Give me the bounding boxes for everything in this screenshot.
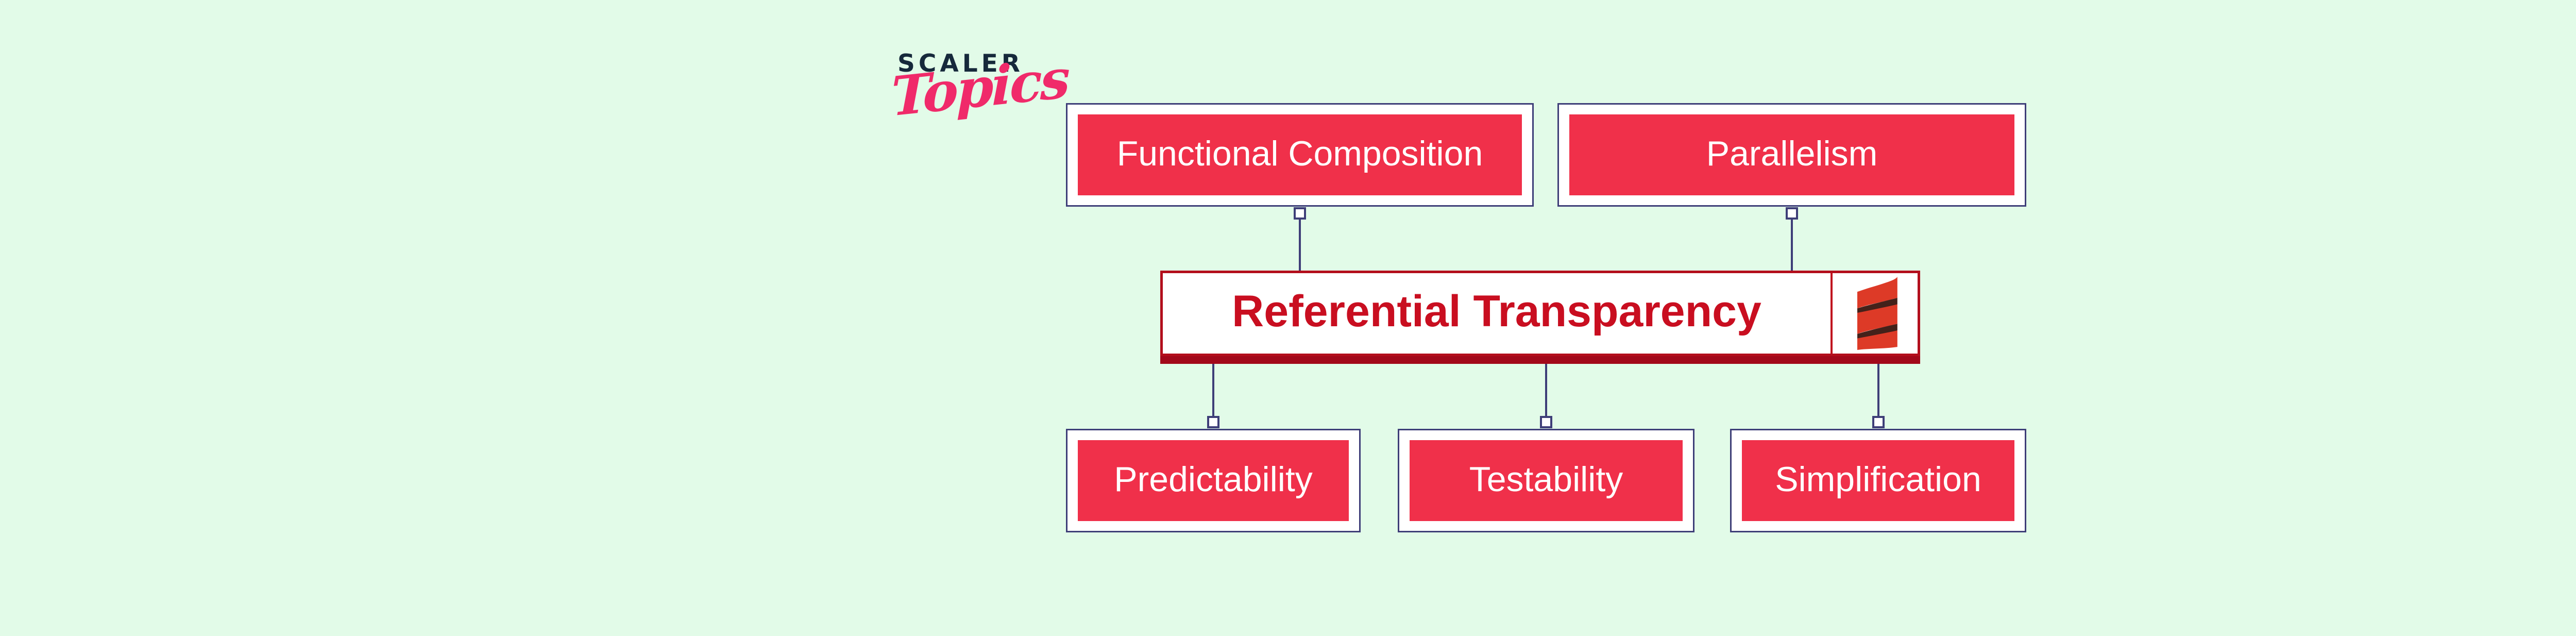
node-referential-transparency: Referential Transparency xyxy=(1160,271,1920,364)
brand-name-scaler: SCALER xyxy=(897,49,1024,78)
connector-line-functional-composition xyxy=(1299,219,1301,272)
node-parallelism-label: Parallelism xyxy=(1706,133,1878,173)
node-testability-label: Testability xyxy=(1469,459,1623,499)
node-functional-composition-label: Functional Composition xyxy=(1116,133,1483,173)
connector-line-testability xyxy=(1545,363,1547,417)
node-predictability-fill: Predictability xyxy=(1078,440,1349,521)
node-testability: Testability xyxy=(1398,429,1694,532)
connector-line-simplification xyxy=(1877,363,1879,417)
node-predictability: Predictability xyxy=(1066,429,1361,532)
scala-logo-icon xyxy=(1857,277,1897,350)
connector-handle-functional-composition xyxy=(1294,207,1306,220)
node-parallelism: Parallelism xyxy=(1557,103,2026,207)
connector-line-parallelism xyxy=(1791,219,1793,272)
node-simplification-fill: Simplification xyxy=(1742,440,2014,521)
node-referential-transparency-bottom-bar xyxy=(1160,356,1920,364)
scaler-topics-logo: SCALER Topics xyxy=(891,46,1068,147)
node-functional-composition-fill: Functional Composition xyxy=(1078,114,1522,195)
node-referential-transparency-frame: Referential Transparency xyxy=(1160,271,1920,356)
node-predictability-label: Predictability xyxy=(1114,459,1313,499)
node-referential-transparency-title-area: Referential Transparency xyxy=(1163,273,1831,354)
connector-handle-simplification xyxy=(1872,416,1885,428)
connector-handle-testability xyxy=(1540,416,1552,428)
node-parallelism-fill: Parallelism xyxy=(1569,114,2014,195)
node-simplification-label: Simplification xyxy=(1775,459,1981,499)
node-testability-fill: Testability xyxy=(1410,440,1683,521)
connector-line-predictability xyxy=(1212,363,1214,417)
node-simplification: Simplification xyxy=(1730,429,2026,532)
node-functional-composition: Functional Composition xyxy=(1066,103,1534,207)
connector-handle-parallelism xyxy=(1786,207,1798,220)
node-referential-transparency-label: Referential Transparency xyxy=(1232,286,1761,336)
connector-handle-predictability xyxy=(1207,416,1219,428)
scala-logo-section xyxy=(1831,273,1918,354)
